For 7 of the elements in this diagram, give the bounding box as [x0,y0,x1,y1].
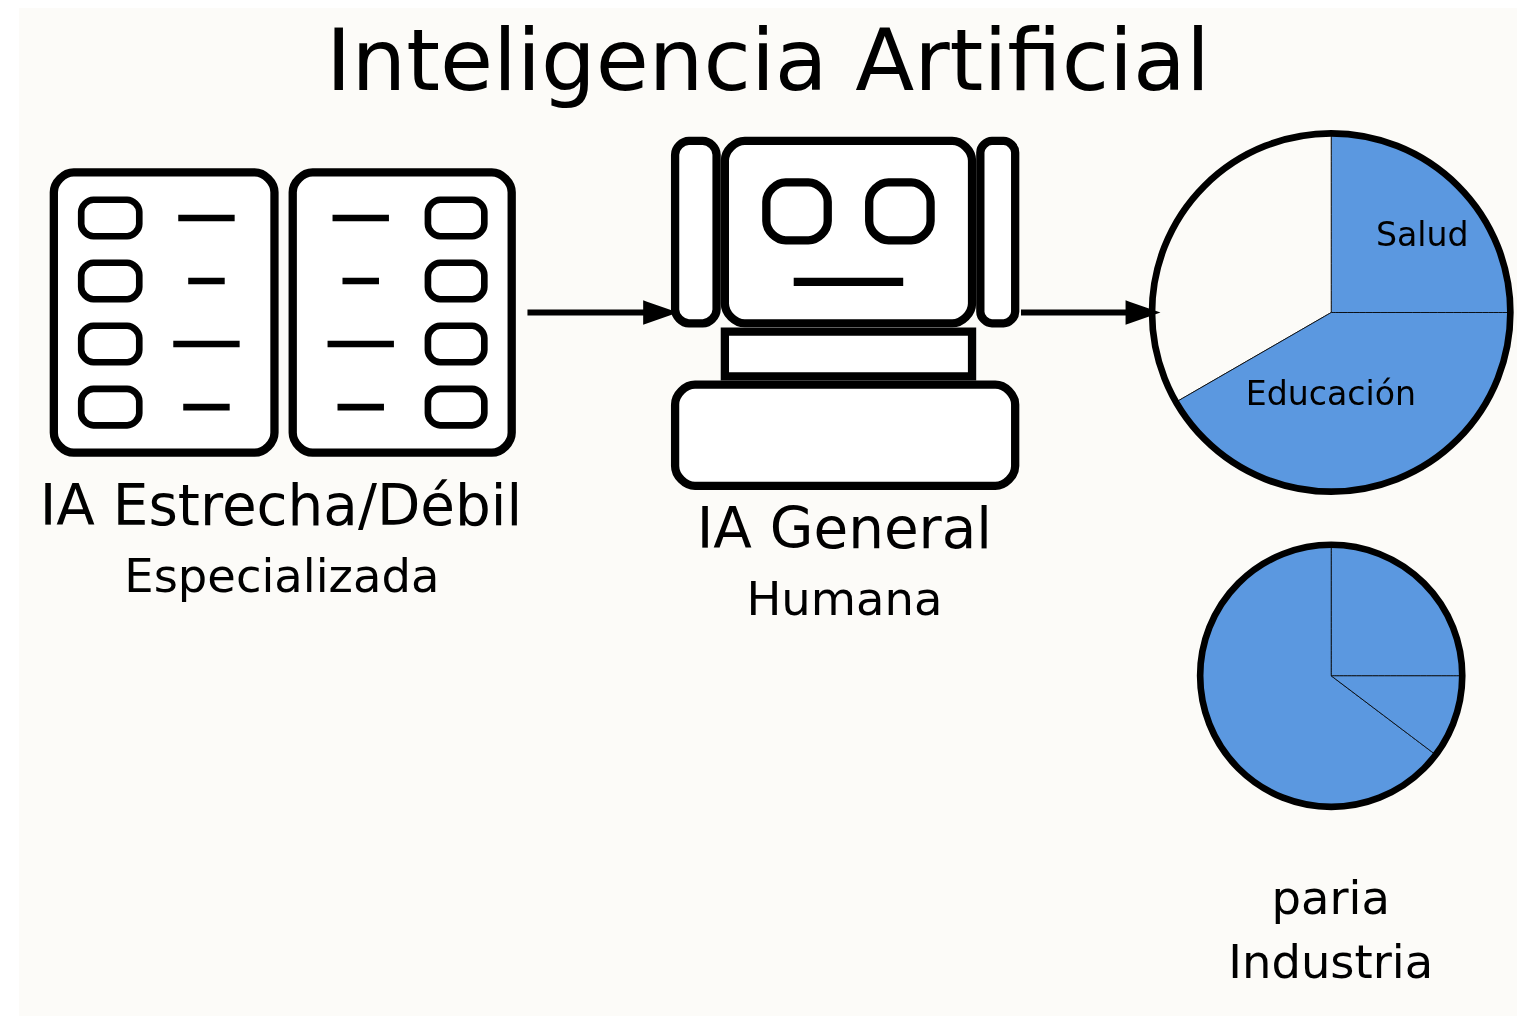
diagram-title: Inteligencia Artificial [326,10,1210,111]
node-label: Especializada [124,548,440,603]
node-label: IA Estrecha/Débil [39,473,523,539]
node-label: paria [1271,870,1390,925]
node-label: IA General [696,496,993,562]
node-label: Industria [1228,935,1434,990]
node-label: Humana [746,572,943,627]
